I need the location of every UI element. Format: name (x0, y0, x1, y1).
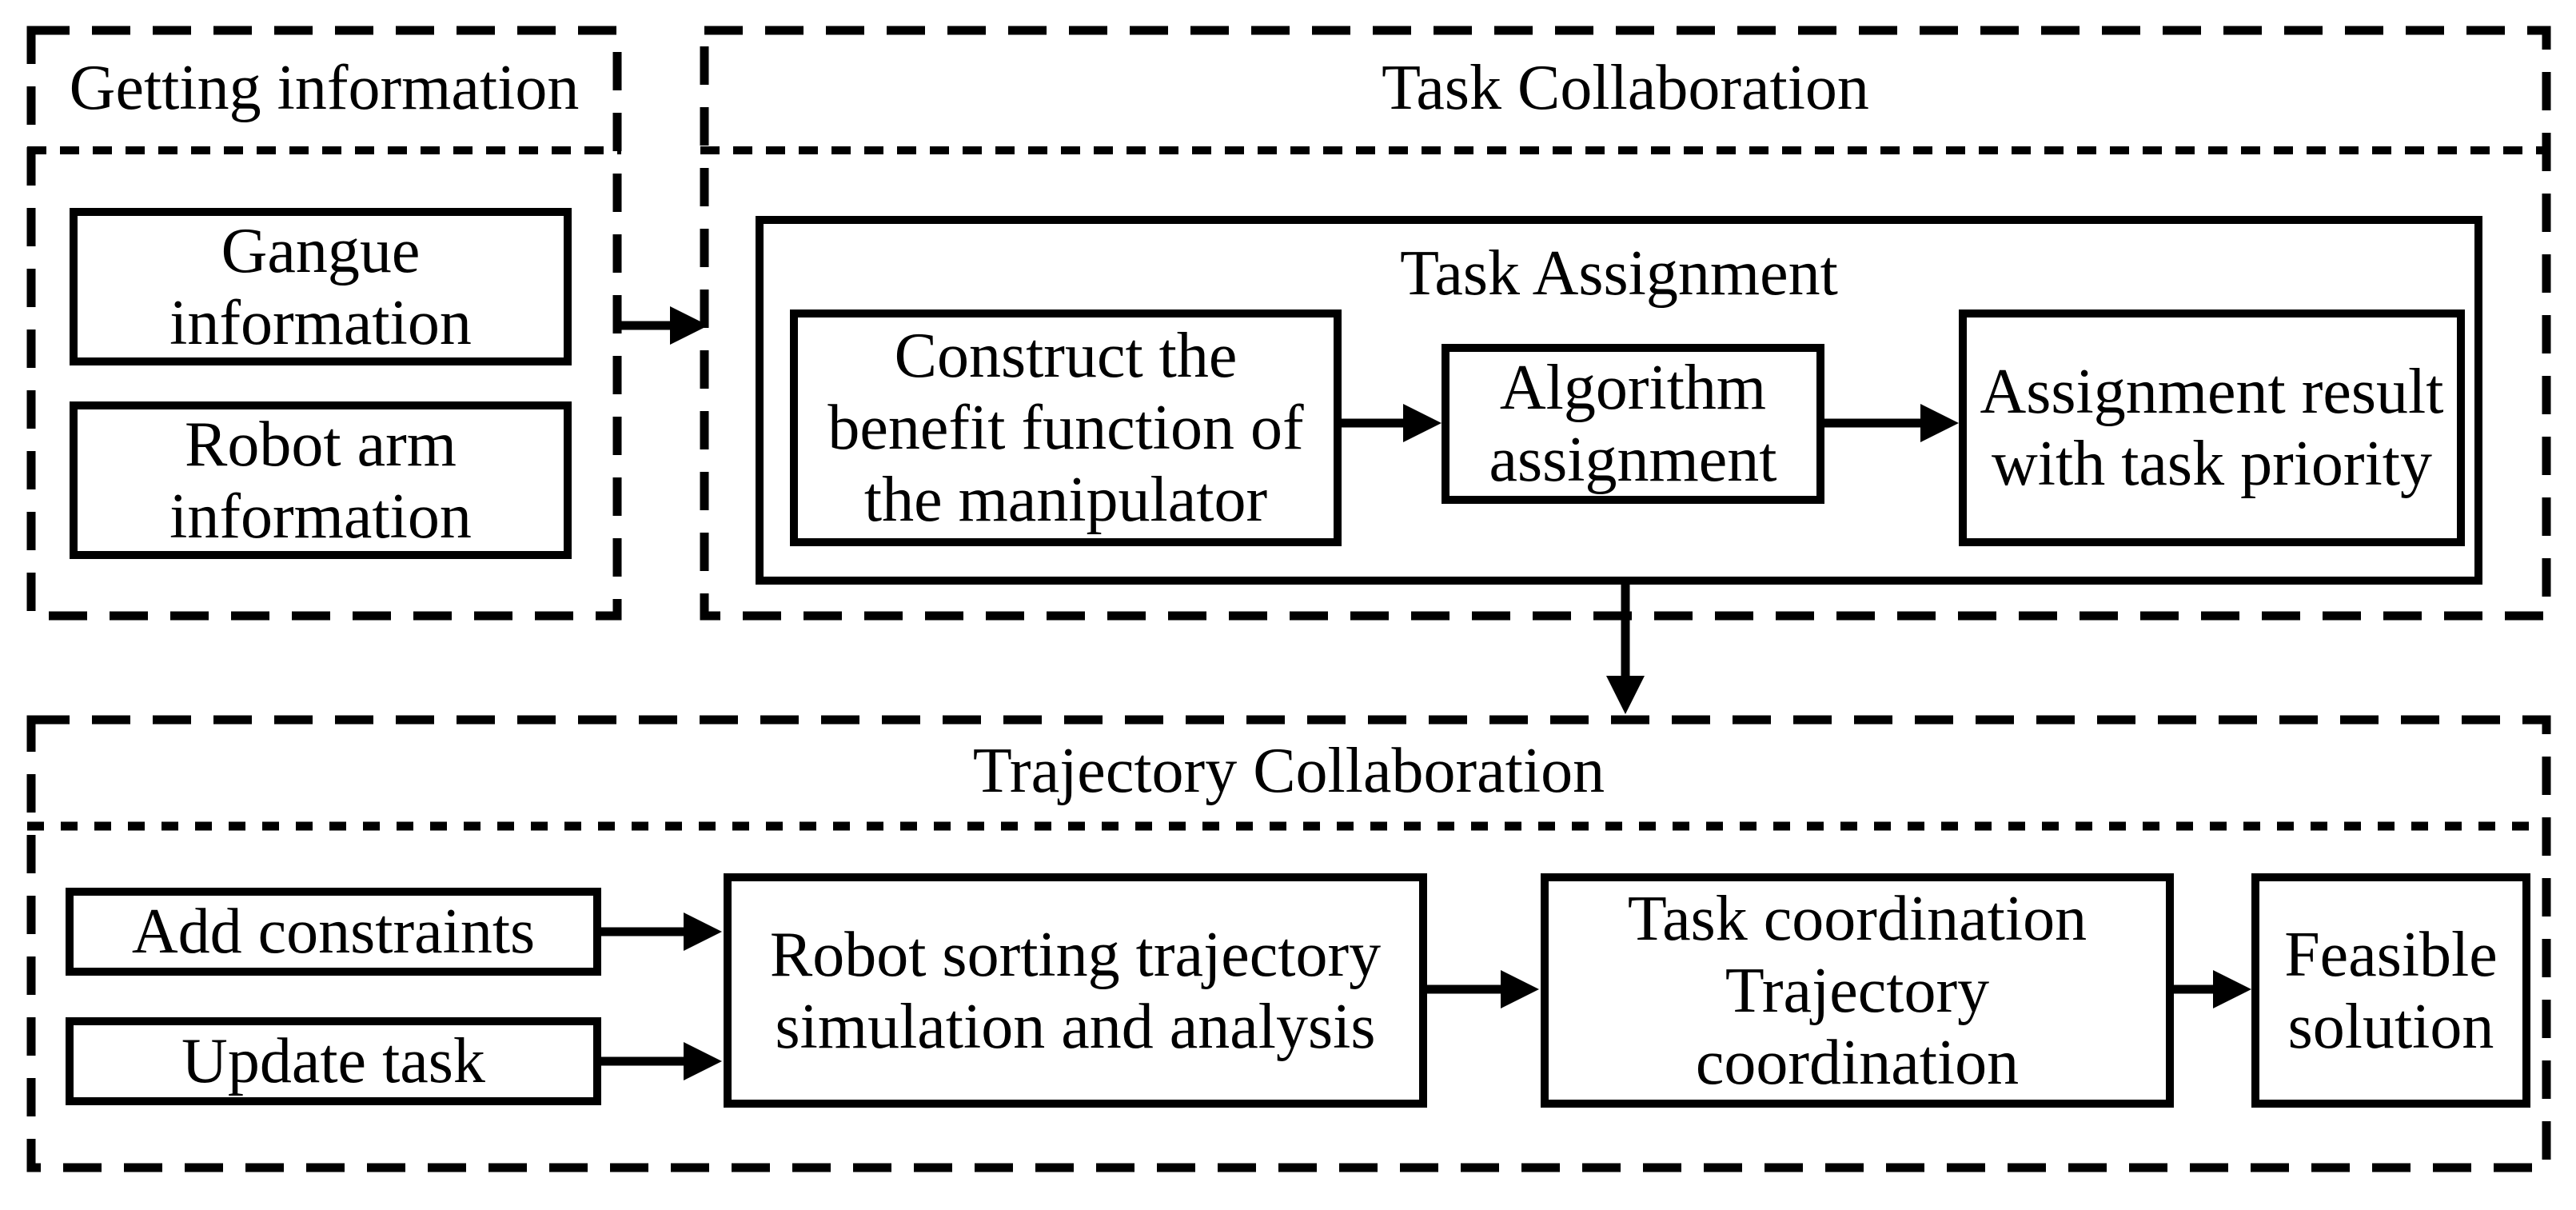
arrow-update-task-to-simulation (601, 1042, 722, 1080)
construct-benefit-function-box: Construct the benefit function of the ma… (790, 309, 1342, 546)
algorithm-assignment-box: Algorithm assignment (1442, 344, 1824, 504)
arrow-head (1920, 404, 1959, 442)
box-text-line: coordination (1695, 1027, 2020, 1098)
arrow-head (1606, 676, 1645, 714)
box-text-line: Construct the (894, 321, 1238, 391)
arrow-head (1501, 970, 1539, 1008)
arrow-simulation-to-coordination (1427, 970, 1539, 1008)
box-text-line: Robot arm (185, 409, 457, 480)
box-text-line: Feasible (2284, 919, 2498, 990)
arrow-head (1403, 404, 1442, 442)
box-text-line: the manipulator (863, 465, 1268, 535)
box-text-line: Update task (181, 1026, 485, 1096)
robot-sorting-simulation-box: Robot sorting trajectory simulation and … (724, 873, 1427, 1108)
arrow-head (684, 1042, 722, 1080)
gangue-information-box: Gangue information (70, 208, 572, 365)
box-text-line: Robot sorting trajectory (769, 919, 1382, 990)
task-assignment-title: Task Assignment (1400, 238, 1838, 309)
box-text-line: simulation and analysis (775, 991, 1376, 1062)
robot-arm-information-box: Robot arm information (70, 401, 572, 559)
box-text-line: benefit function of (827, 393, 1304, 463)
assignment-result-box: Assignment result with task priority (1959, 309, 2465, 546)
arrow-head (684, 912, 722, 951)
box-text-line: Task coordination (1627, 883, 2088, 954)
box-text-line: information (169, 287, 472, 358)
arrow-coordination-to-feasible (2174, 970, 2251, 1008)
task-collaboration-title: Task Collaboration (1382, 52, 1869, 123)
box-text-line: Assignment result (1980, 357, 2444, 427)
task-assignment-group-box (756, 216, 2482, 585)
arrow-add-constraints-to-simulation (601, 912, 722, 951)
trajectory-collaboration-panel-border (26, 715, 2551, 1172)
add-constraints-box: Add constraints (66, 888, 601, 976)
box-text-line: Gangue (221, 215, 421, 286)
arrow-algorithm-to-result (1824, 404, 1959, 442)
box-text-line: Trajectory (1725, 955, 1990, 1026)
arrow-head (670, 306, 708, 345)
arrow-construct-to-algorithm (1342, 404, 1442, 442)
box-text-line: assignment (1489, 425, 1777, 495)
update-task-box: Update task (66, 1017, 601, 1105)
trajectory-collaboration-title: Trajectory Collaboration (972, 735, 1605, 806)
arrow-task-assignment-to-trajectory-collaboration (1606, 585, 1645, 714)
arrow-head (2213, 970, 2251, 1008)
arrow-getting-info-to-task-collaboration (614, 306, 708, 345)
getting-information-title: Getting information (69, 52, 580, 123)
box-text-line: Algorithm (1499, 353, 1767, 423)
box-text-line: Add constraints (131, 897, 536, 967)
task-trajectory-coordination-box: Task coordination Trajectory coordinatio… (1541, 873, 2174, 1108)
feasible-solution-box: Feasible solution (2251, 873, 2530, 1108)
box-text-line: information (169, 481, 472, 552)
box-text-line: with task priority (1991, 429, 2433, 499)
box-text-line: solution (2287, 991, 2494, 1062)
